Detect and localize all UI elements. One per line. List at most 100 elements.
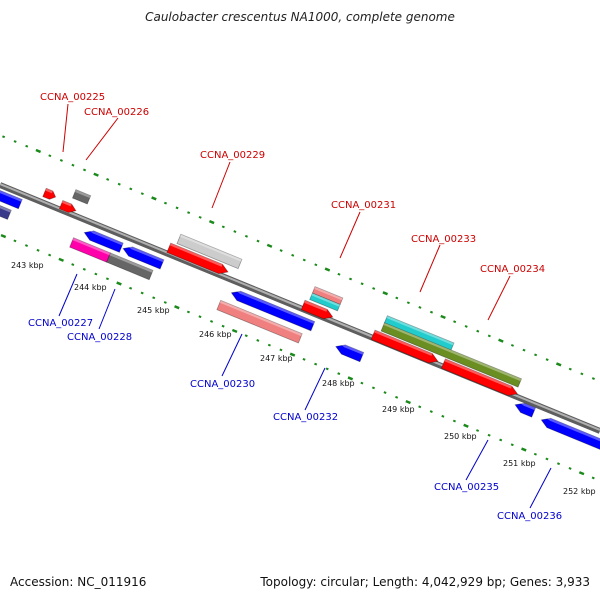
ruler-major-tick	[58, 257, 64, 262]
ruler-minor-tick	[291, 253, 295, 257]
ruler-minor-tick	[441, 414, 445, 418]
gene-arrow-ccna-00230-highlight	[233, 288, 315, 324]
ruler-major-tick	[498, 338, 504, 343]
ruler-major-tick	[266, 243, 273, 248]
ruler-major-tick	[35, 148, 42, 154]
ruler-major-tick	[174, 305, 180, 310]
ruler-minor-tick	[187, 211, 191, 215]
gene-arrow-ccna-00232	[335, 344, 365, 363]
gene-box-ccna-00230-highlight	[219, 300, 303, 337]
gene-arrow-ccna-00233-highlight	[374, 330, 433, 356]
gene-arrow-ccna-00226-highlight	[61, 200, 72, 207]
ruler-label-249: 249 kbp	[382, 405, 415, 414]
accession-text: Accession: NC_011916	[10, 575, 147, 589]
gene-features	[0, 187, 600, 450]
ruler-label-250: 250 kbp	[444, 432, 477, 441]
ruler-minor-tick	[267, 343, 271, 347]
gene-box-ccna-00231-b-highlight	[311, 293, 341, 307]
label-leader-lines	[58, 103, 552, 509]
leader-ccna-00226	[85, 117, 119, 161]
gene-arrow-left-edge-2	[0, 205, 12, 220]
gene-box-ccna-00233-top-highlight	[386, 315, 454, 346]
gene-arrow-ccna-00234	[440, 358, 519, 396]
gene-box-ccna-00228-highlight	[109, 253, 153, 273]
gene-label-ccna-00232: CCNA_00232	[273, 412, 338, 423]
gene-box-ccna-00234-top-highlight	[383, 322, 522, 382]
gene-arrow-ccna-00228-top	[122, 246, 165, 270]
lower-ruler-track	[0, 233, 595, 480]
ruler-minor-tick	[117, 182, 121, 186]
gene-label-ccna-00226: CCNA_00226	[84, 107, 149, 118]
gene-box-ccna-00231-a-highlight	[314, 286, 343, 301]
ruler-major-tick	[208, 219, 215, 225]
ruler-minor-tick	[522, 348, 526, 352]
ruler-minor-tick	[198, 315, 202, 319]
gene-label-ccna-00228: CCNA_00228	[67, 332, 132, 343]
ruler-minor-tick	[487, 334, 491, 338]
ruler-minor-tick	[302, 258, 306, 262]
ruler-minor-tick	[71, 163, 75, 167]
upper-ruler-track	[2, 135, 595, 380]
ruler-minor-tick	[129, 187, 133, 191]
leader-ccna-00229	[211, 161, 231, 209]
leader-ccna-00230	[221, 333, 243, 377]
ruler-minor-tick	[452, 419, 456, 423]
ruler-minor-tick	[464, 325, 468, 328]
ruler-minor-tick	[106, 178, 110, 181]
ruler-minor-tick	[534, 353, 538, 357]
leader-ccna-00233	[419, 244, 441, 293]
ruler-tick-labels: 243 kbp 244 kbp 245 kbp 246 kbp 247 kbp …	[11, 261, 596, 496]
ruler-minor-tick	[510, 343, 514, 347]
ruler-minor-tick	[325, 367, 329, 371]
gene-arrow-ccna-00231-highlight	[304, 300, 328, 312]
gene-label-ccna-00230: CCNA_00230	[190, 379, 255, 390]
ruler-label-244: 244 kbp	[74, 283, 107, 292]
gene-label-ccna-00225: CCNA_00225	[40, 92, 105, 103]
ruler-minor-tick	[556, 462, 561, 466]
ruler-minor-tick	[453, 320, 457, 324]
ruler-minor-tick	[580, 372, 584, 376]
ruler-minor-tick	[105, 277, 109, 281]
ruler-label-245: 245 kbp	[137, 306, 170, 315]
ruler-minor-tick	[568, 367, 572, 371]
ruler-minor-tick	[279, 348, 283, 352]
ruler-minor-tick	[371, 386, 376, 390]
ruler-minor-tick	[129, 286, 133, 290]
ruler-minor-tick	[591, 377, 595, 380]
ruler-minor-tick	[337, 372, 341, 376]
ruler-minor-tick	[476, 329, 480, 333]
ruler-minor-tick	[314, 362, 318, 366]
ruler-minor-tick	[545, 457, 549, 461]
gene-arrow-ccna-00233	[370, 329, 439, 364]
ruler-label-247: 247 kbp	[260, 354, 293, 363]
ruler-label-251: 251 kbp	[503, 459, 536, 468]
ruler-minor-tick	[302, 357, 306, 361]
ruler-minor-tick	[210, 320, 214, 323]
gene-arrow-ccna-00226	[58, 199, 77, 213]
map-title: Caulobacter crescentus NA1000, complete …	[145, 10, 455, 24]
gene-label-ccna-00229: CCNA_00229	[200, 150, 265, 161]
gene-arrow-ccna-00234-highlight	[444, 358, 512, 389]
ruler-minor-tick	[244, 334, 248, 338]
ruler-minor-tick	[476, 429, 480, 432]
leader-ccna-00225	[62, 103, 69, 153]
ruler-minor-tick	[94, 272, 98, 276]
ruler-minor-tick	[395, 296, 399, 300]
gene-label-ccna-00231: CCNA_00231	[331, 200, 396, 211]
ruler-minor-tick	[82, 168, 87, 172]
ruler-minor-tick	[221, 324, 225, 328]
ruler-major-tick	[93, 172, 99, 177]
gene-arrow-ccna-00227-top-highlight	[86, 227, 124, 246]
ruler-minor-tick	[533, 452, 537, 456]
leader-ccna-00232	[304, 367, 326, 411]
gene-box-ccna-00231-b	[309, 292, 341, 312]
ruler-label-248: 248 kbp	[322, 379, 355, 388]
ruler-minor-tick	[383, 391, 387, 394]
gene-box-ccna-00226-top	[71, 189, 92, 205]
leader-ccna-00227	[58, 273, 78, 317]
ruler-minor-tick	[360, 381, 364, 385]
gene-box-ccna-00226-top-highlight	[75, 189, 91, 198]
gene-arrow-ccna-00230	[230, 290, 316, 332]
gene-arrow-ccna-00229-highlight	[169, 243, 223, 267]
ruler-minor-tick	[25, 144, 29, 148]
